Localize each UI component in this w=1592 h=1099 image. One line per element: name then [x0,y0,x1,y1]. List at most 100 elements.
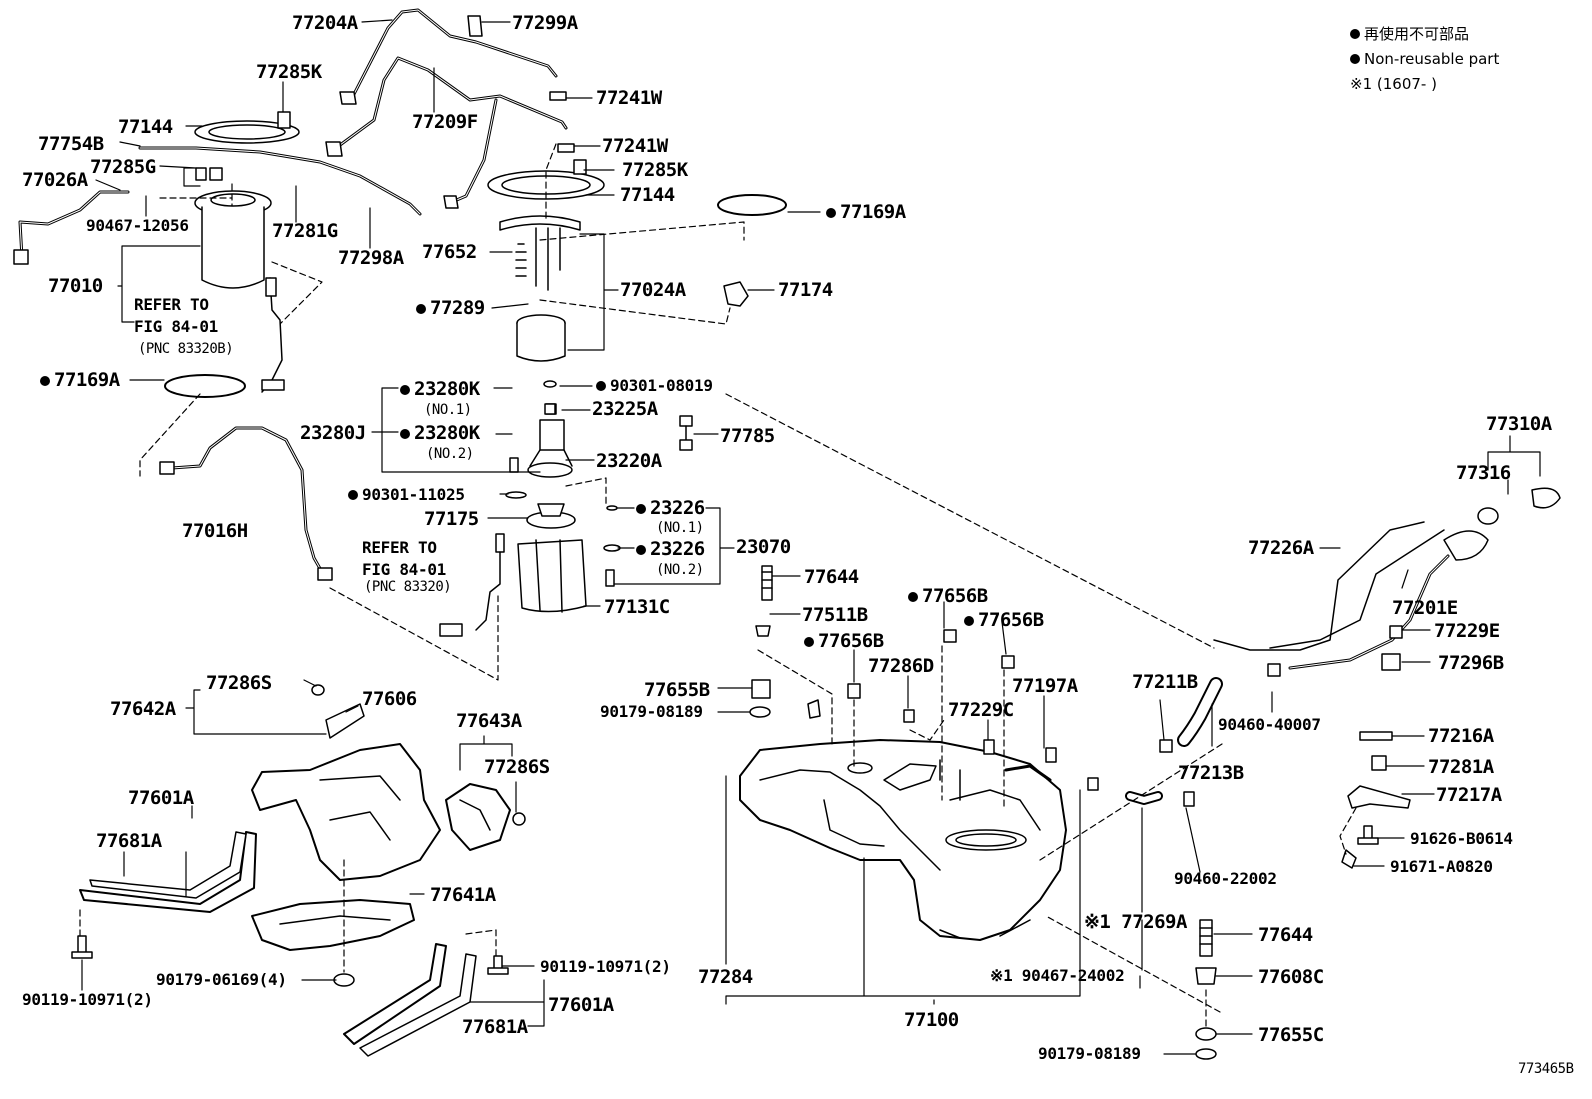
part-label[interactable]: 77169A [826,203,906,222]
part-label[interactable]: 77010 [48,275,103,297]
part-label[interactable]: 77298A [338,247,404,269]
cushion-23225A [544,403,556,415]
part-label[interactable]: 77608C [1258,966,1324,988]
part-label[interactable]: 90467-12056 [86,216,189,235]
part-label[interactable]: 77229E [1434,620,1500,642]
bracket-77284 [807,699,821,719]
part-label[interactable]: 23280K [400,424,480,443]
non-reusable-bullet-icon [596,381,606,391]
clip-77285K-left [277,111,291,129]
part-label[interactable]: 91626-B0614 [1410,829,1513,848]
part-label[interactable]: 77296B [1438,652,1504,674]
non-reusable-bullet-icon [804,637,814,647]
part-label[interactable]: 77655B [644,679,710,701]
part-label[interactable]: 77642A [110,698,176,720]
part-label[interactable]: 77644 [804,566,859,588]
part-label[interactable]: 77655C [1258,1024,1324,1046]
part-label[interactable]: 77656B [804,632,884,651]
legend-note: ※1 (1607- ) [1350,75,1437,93]
part-label: (NO.1) [424,402,472,418]
part-label[interactable]: 77286S [484,756,550,778]
part-label[interactable]: 77754B [38,133,104,155]
clip-77197A [1045,747,1057,763]
part-label[interactable]: 77016H [182,520,248,542]
part-label[interactable]: 77656B [908,587,988,606]
part-label[interactable]: 77601A [128,787,194,809]
part-label[interactable]: 77606 [362,688,417,710]
part-label[interactable]: 77169A [40,371,120,390]
part-label[interactable]: 90179-06169(4) [156,970,287,989]
part-label[interactable]: 77285K [256,61,322,83]
part-label[interactable]: 77316 [1456,462,1511,484]
part-label[interactable]: 77201E [1392,597,1458,619]
part-label[interactable]: 23225A [592,398,658,420]
part-label[interactable]: 77144 [118,116,173,138]
part-label[interactable]: 77026A [22,169,88,191]
part-label[interactable]: 77641A [430,884,496,906]
part-label[interactable]: 77226A [1248,537,1314,559]
part-label[interactable]: 77216A [1428,725,1494,747]
part-label[interactable]: 77144 [620,184,675,206]
part-label[interactable]: 23220A [596,450,662,472]
part-label[interactable]: 23226 [636,499,705,518]
part-label[interactable]: 90119-10971(2) [540,957,671,976]
ref-b-line2: FIG 84-01 [362,560,446,579]
part-label[interactable]: 77644 [1258,924,1313,946]
part-label[interactable]: 90460-40007 [1218,715,1321,734]
part-label[interactable]: 77217A [1436,784,1502,806]
part-label[interactable]: 77197A [1012,675,1078,697]
part-label[interactable]: 77681A [462,1016,528,1038]
part-label[interactable]: 90301-08019 [596,378,713,394]
part-label[interactable]: ※1 77269A [1084,911,1187,933]
part-label[interactable]: 77286D [868,655,934,677]
part-label[interactable]: ※1 90467-24002 [990,966,1125,985]
part-label[interactable]: 77285K [622,159,688,181]
part-label[interactable]: 23280K [400,380,480,399]
part-label[interactable]: 77511B [802,604,868,626]
part-label[interactable]: 77310A [1486,413,1552,435]
cushion-77656B-a [943,629,957,643]
part-label[interactable]: 77281A [1428,756,1494,778]
part-label[interactable]: 77652 [422,241,477,263]
protector-77643A [445,783,511,851]
fuel-pump-23220A [509,403,573,478]
part-label[interactable]: 77284 [698,966,753,988]
part-label[interactable]: 77285G [90,156,156,178]
clip-77286D [903,709,915,723]
part-label[interactable]: 77286S [206,672,272,694]
part-label[interactable]: 77289 [416,299,485,318]
part-label[interactable]: 77204A [292,12,358,34]
part-label[interactable]: 77211B [1132,671,1198,693]
part-label[interactable]: 77174 [778,279,833,301]
part-label[interactable]: 90460-22002 [1174,869,1277,888]
part-label[interactable]: 90179-08189 [600,702,703,721]
part-label[interactable]: 77299A [512,12,578,34]
part-label[interactable]: 77209F [412,111,478,133]
part-label[interactable]: 23070 [736,536,791,558]
part-label[interactable]: 77681A [96,830,162,852]
clamp-90460-22002 [1183,791,1195,807]
part-label[interactable]: 77643A [456,710,522,732]
part-label[interactable]: 77241W [596,87,662,109]
part-label[interactable]: 90301-11025 [348,487,465,503]
part-label[interactable]: 77100 [904,1009,959,1031]
part-label[interactable]: 77024A [620,279,686,301]
part-label[interactable]: 23280J [300,422,366,444]
part-label[interactable]: 77785 [720,425,775,447]
part-label[interactable]: 77229C [948,699,1014,721]
part-label[interactable]: 77213B [1178,762,1244,784]
part-label[interactable]: 77131C [604,596,670,618]
part-label[interactable]: 23226 [636,540,705,559]
part-label[interactable]: 90119-10971(2) [22,990,153,1009]
part-label[interactable]: 77241W [602,135,668,157]
part-label[interactable]: 90179-08189 [1038,1044,1141,1063]
part-label-text: 23226 [650,538,705,560]
filter-77175 [526,503,576,529]
part-label[interactable]: 77281G [272,220,338,242]
part-label[interactable]: 77175 [424,508,479,530]
part-label[interactable]: 77656B [964,611,1044,630]
part-label[interactable]: 77601A [548,994,614,1016]
non-reusable-bullet-icon [908,592,918,602]
part-label[interactable]: 91671-A0820 [1390,857,1493,876]
